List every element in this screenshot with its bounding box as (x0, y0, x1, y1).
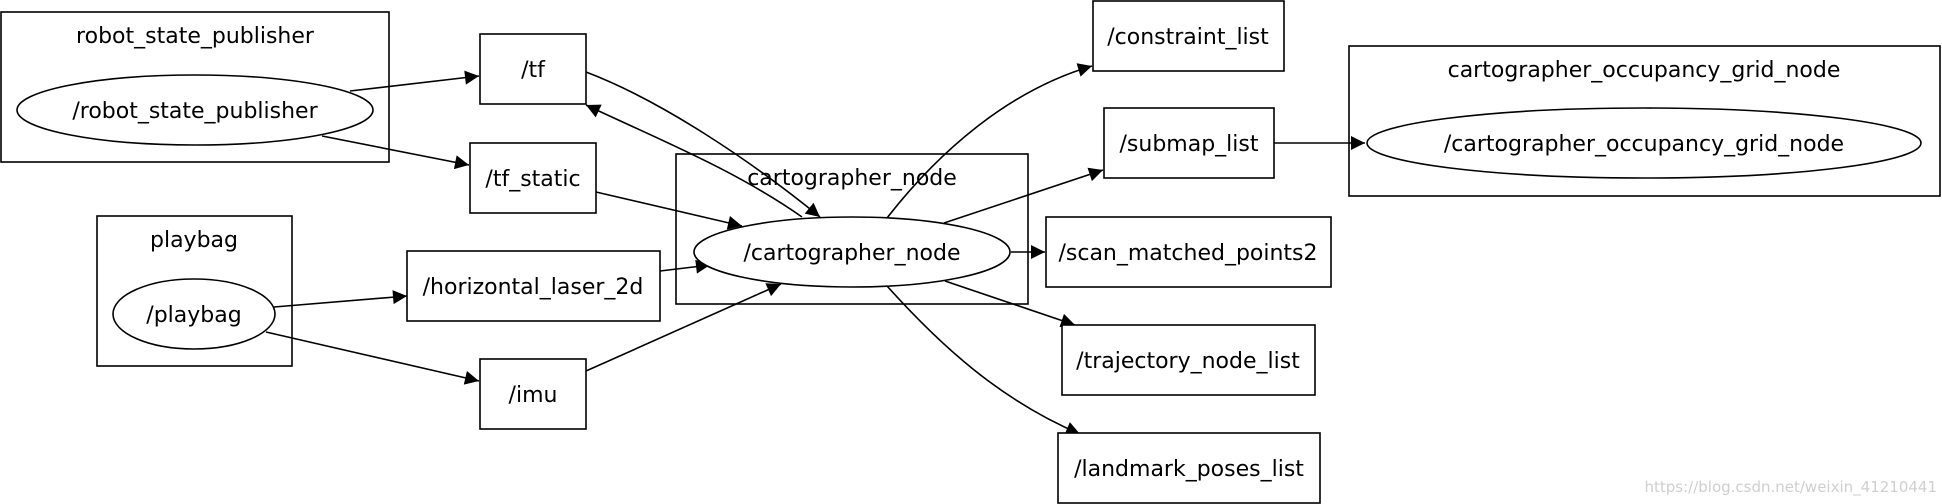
topic-horizontal-laser-2d[interactable]: /horizontal_laser_2d (406, 250, 661, 322)
svg-text:/cartographer_occupancy_grid_n: /cartographer_occupancy_grid_node (1444, 132, 1844, 157)
topic-tf[interactable]: /tf (479, 33, 587, 105)
svg-text:/imu: /imu (509, 383, 558, 408)
svg-text:/cartographer_node: /cartographer_node (743, 241, 960, 266)
topic-tf-static[interactable]: /tf_static (469, 142, 597, 214)
svg-text:/landmark_poses_list: /landmark_poses_list (1074, 457, 1304, 482)
node-playbag[interactable]: /playbag (112, 278, 276, 350)
edges (265, 63, 1365, 435)
topic-scan-matched-points2[interactable]: /scan_matched_points2 (1045, 216, 1332, 288)
topic-imu[interactable]: /imu (479, 358, 587, 430)
edge-cartographer-to-constraint-list (886, 63, 1093, 219)
topic-constraint-list[interactable]: /constraint_list (1092, 0, 1285, 72)
edge-cartographer-to-trajectory-node-list (944, 280, 1076, 328)
edge-tf-static-to-cartographer (595, 191, 743, 230)
edge-cartographer-to-tf (585, 104, 803, 218)
node-cartographer-occupancy-grid-node[interactable]: /cartographer_occupancy_grid_node (1366, 107, 1922, 179)
svg-text:/trajectory_node_list: /trajectory_node_list (1076, 349, 1300, 374)
edge-imu-to-cartographer (585, 283, 782, 372)
node-robot-state-publisher[interactable]: /robot_state_publisher (16, 74, 374, 146)
edge-horizontal-laser-to-cartographer (659, 259, 711, 274)
svg-text:/tf: /tf (521, 58, 546, 83)
topic-landmark-poses-list[interactable]: /landmark_poses_list (1057, 432, 1321, 504)
topic-trajectory-node-list[interactable]: /trajectory_node_list (1061, 324, 1316, 396)
topic-submap-list[interactable]: /submap_list (1103, 107, 1275, 179)
edge-robot-state-publisher-to-tf (349, 70, 480, 92)
edge-playbag-to-horizontal-laser (273, 290, 408, 308)
svg-text:/scan_matched_points2: /scan_matched_points2 (1058, 241, 1317, 266)
cluster-playbag-label: playbag (150, 228, 238, 253)
edge-cartographer-to-submap-list (943, 167, 1104, 224)
edge-cartographer-to-landmark-poses-list (886, 285, 1081, 435)
svg-text:/constraint_list: /constraint_list (1107, 25, 1269, 50)
svg-text:/tf_static: /tf_static (485, 167, 580, 192)
cluster-cartographer-occupancy-grid-node-label: cartographer_occupancy_grid_node (1448, 58, 1841, 83)
cluster-cartographer-node-label: cartographer_node (747, 166, 957, 191)
svg-text:/playbag: /playbag (146, 303, 241, 328)
svg-text:/robot_state_publisher: /robot_state_publisher (72, 99, 318, 124)
edge-robot-state-publisher-to-tf-static (321, 135, 470, 170)
edge-playbag-to-imu (265, 331, 480, 385)
node-cartographer-node[interactable]: /cartographer_node (693, 216, 1011, 288)
edge-tf-to-cartographer (585, 71, 821, 218)
svg-text:/submap_list: /submap_list (1120, 132, 1259, 157)
cluster-robot-state-publisher-label: robot_state_publisher (76, 24, 315, 49)
svg-text:/horizontal_laser_2d: /horizontal_laser_2d (423, 275, 644, 300)
watermark-text: https://blog.csdn.net/weixin_41210441 (1644, 478, 1937, 497)
